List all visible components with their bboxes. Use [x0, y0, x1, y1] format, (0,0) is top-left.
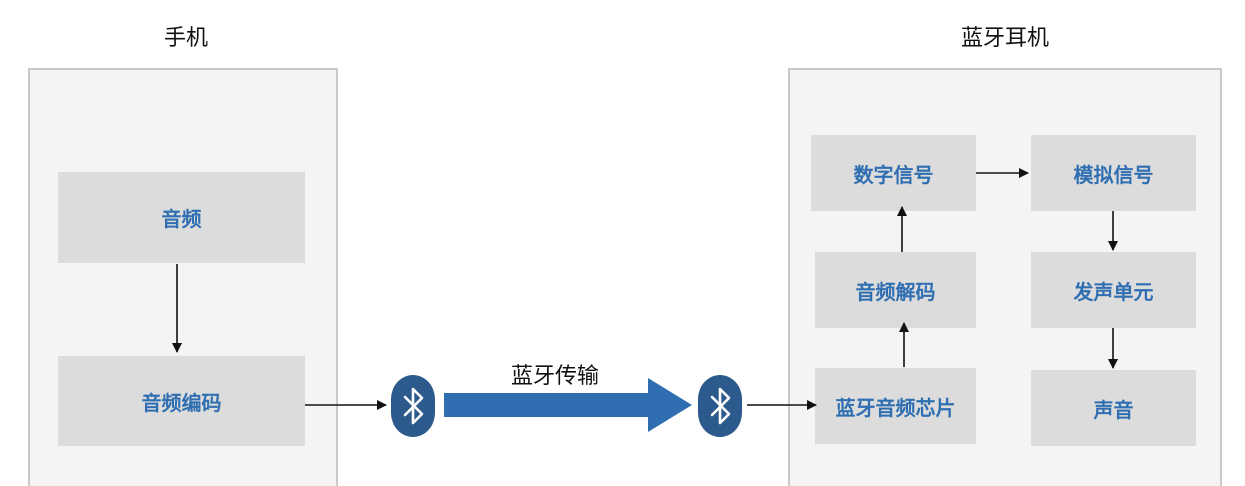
phone-title: 手机 [163, 26, 209, 51]
audio-encode-box: 音频编码 [58, 356, 305, 446]
analog-signal-box: 模拟信号 [1031, 135, 1196, 211]
transfer-label: 蓝牙传输 [510, 364, 600, 389]
transfer-arrow [444, 378, 692, 432]
bt-audio-chip-box: 蓝牙音频芯片 [815, 368, 976, 444]
speaker-unit-box: 发声单元 [1031, 252, 1196, 328]
audio-decode-box: 音频解码 [815, 252, 976, 328]
bluetooth-icon [391, 375, 435, 437]
sound-box: 声音 [1031, 370, 1196, 446]
bluetooth-icon [698, 375, 742, 437]
headset-title: 蓝牙耳机 [960, 26, 1050, 51]
digital-signal-box: 数字信号 [811, 135, 976, 211]
audio-box: 音频 [58, 172, 305, 263]
